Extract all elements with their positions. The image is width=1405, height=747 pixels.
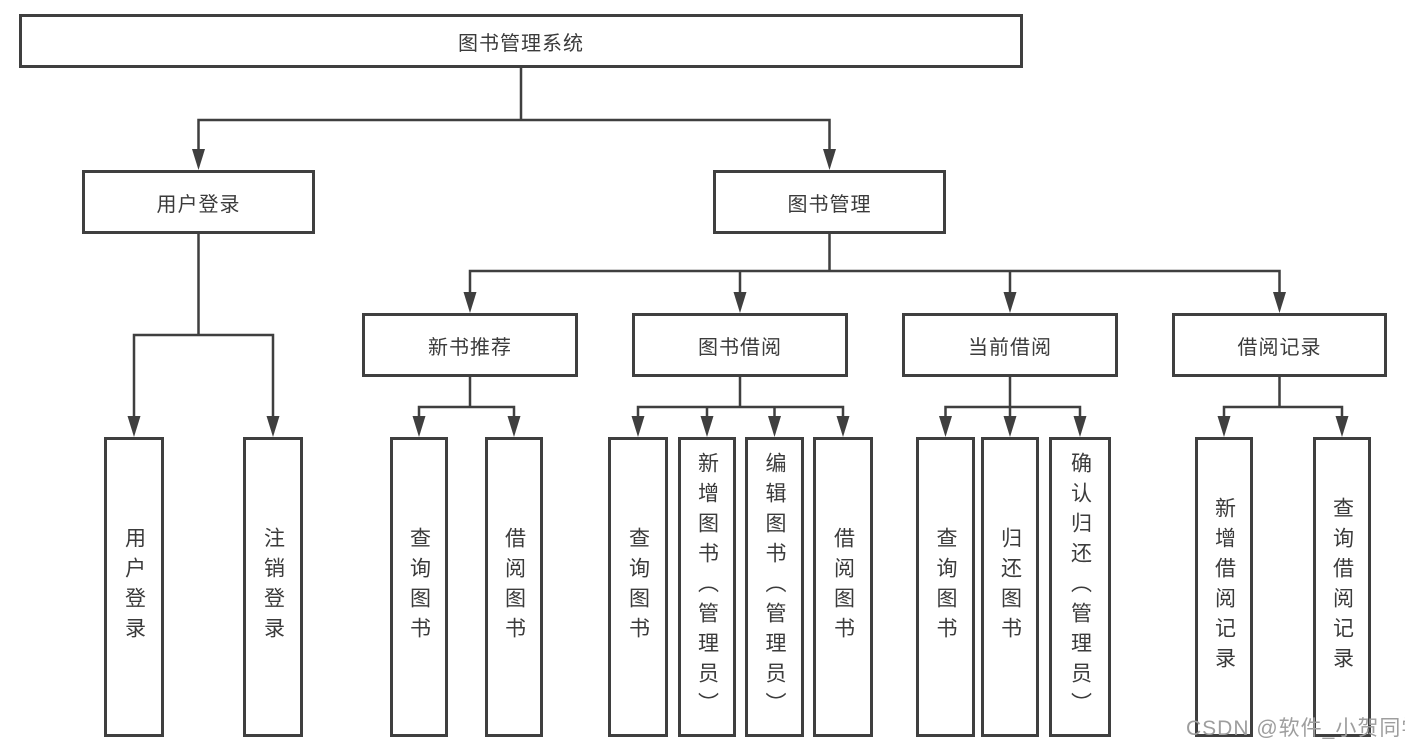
leaf-logout-label: 注销登录: [261, 527, 285, 647]
leaf-borrow-books-recommend: 借阅图书: [485, 437, 543, 737]
leaf-user-login: 用户登录: [104, 437, 164, 737]
leaf-add-books-admin: 新增图书（管理员）: [678, 437, 736, 737]
leaf-query-books-recommend: 查询图书: [390, 437, 448, 737]
csdn-watermark: CSDN @软件_小贺同学: [1186, 717, 1405, 740]
node-user-login: 用户登录: [82, 170, 315, 234]
leaf-add-borrow-record: 新增借阅记录: [1195, 437, 1253, 737]
leaf-add-books-admin-label: 新增图书（管理员）: [695, 452, 719, 722]
leaf-borrow-books: 借阅图书: [813, 437, 873, 737]
leaf-query-books-borrowing: 查询图书: [608, 437, 668, 737]
node-borrowing-records: 借阅记录: [1172, 313, 1387, 377]
leaf-return-books-label: 归还图书: [998, 527, 1022, 647]
leaf-borrow-books-label: 借阅图书: [831, 527, 855, 647]
leaf-user-login-label: 用户登录: [122, 527, 146, 647]
node-new-book-recommend: 新书推荐: [362, 313, 578, 377]
leaf-edit-books-admin: 编辑图书（管理员）: [745, 437, 804, 737]
leaf-confirm-return-admin: 确认归还（管理员）: [1049, 437, 1111, 737]
leaf-query-books-recommend-label: 查询图书: [407, 527, 431, 647]
node-current-borrowing: 当前借阅: [902, 313, 1118, 377]
leaf-query-borrow-record-label: 查询借阅记录: [1330, 497, 1354, 677]
node-book-management: 图书管理: [713, 170, 946, 234]
leaf-logout: 注销登录: [243, 437, 303, 737]
leaf-query-borrow-record: 查询借阅记录: [1313, 437, 1371, 737]
leaf-query-books-current-label: 查询图书: [934, 527, 957, 647]
leaf-edit-books-admin-label: 编辑图书（管理员）: [763, 452, 786, 722]
leaf-borrow-books-recommend-label: 借阅图书: [502, 527, 526, 647]
node-book-borrowing: 图书借阅: [632, 313, 848, 377]
node-book-management-system: 图书管理系统: [19, 14, 1023, 68]
leaf-query-books-current: 查询图书: [916, 437, 975, 737]
leaf-query-books-borrowing-label: 查询图书: [626, 527, 650, 647]
leaf-add-borrow-record-label: 新增借阅记录: [1212, 497, 1236, 677]
leaf-return-books: 归还图书: [981, 437, 1039, 737]
leaf-confirm-return-admin-label: 确认归还（管理员）: [1068, 452, 1092, 722]
